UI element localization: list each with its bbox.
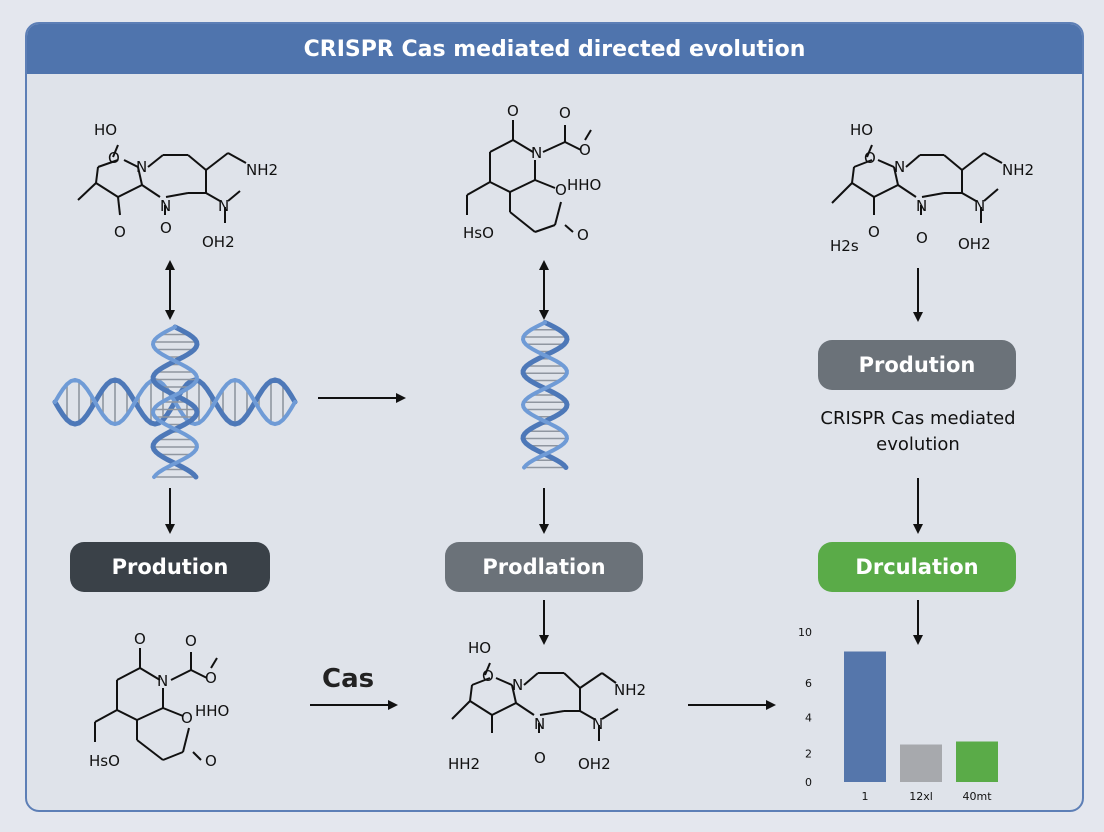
svg-text:HO: HO: [468, 639, 491, 657]
y-tick-label: 2: [805, 748, 812, 761]
dna-single-helix: [520, 320, 570, 470]
svg-text:HsO: HsO: [463, 224, 494, 242]
bar-40mt: [956, 741, 998, 782]
prodution-pill-left: Prodution: [70, 542, 270, 592]
svg-text:OH2: OH2: [958, 235, 991, 253]
svg-text:N: N: [160, 197, 171, 215]
svg-text:N: N: [531, 144, 542, 162]
drculation-pill: Drculation: [818, 542, 1016, 592]
diagram-panel: CRISPR Cas mediated directed evolution: [25, 22, 1084, 812]
x-tick-label: 1: [862, 790, 869, 803]
svg-text:HO: HO: [94, 121, 117, 139]
prodution-pill-right: Prodution: [818, 340, 1016, 390]
svg-text:N: N: [916, 197, 927, 215]
cas-label: Cas: [322, 664, 375, 694]
svg-text:N: N: [512, 676, 523, 694]
svg-text:HHO: HHO: [195, 702, 229, 720]
svg-text:O: O: [916, 229, 928, 247]
svg-text:O: O: [205, 752, 217, 770]
svg-text:N: N: [136, 158, 147, 176]
svg-text:O: O: [559, 104, 571, 122]
svg-text:HO: HO: [850, 121, 873, 139]
svg-text:N: N: [592, 715, 603, 733]
bar-chart: 10 6 4 2 0 1 12xl 40mt: [798, 626, 998, 803]
y-tick-label: 4: [805, 712, 812, 725]
diagram-title: CRISPR Cas mediated directed evolution: [27, 24, 1082, 74]
y-tick-label: 6: [805, 677, 812, 690]
x-tick-label: 40mt: [962, 790, 992, 803]
svg-text:NH2: NH2: [246, 161, 278, 179]
svg-text:HH2: HH2: [448, 755, 480, 773]
svg-text:N: N: [534, 715, 545, 733]
dna-single-strand-b: [520, 320, 569, 470]
x-tick-label: 12xl: [909, 790, 933, 803]
svg-text:O: O: [868, 223, 880, 241]
svg-text:O: O: [864, 149, 876, 167]
crispr-note-line2: evolution: [876, 434, 960, 455]
svg-text:O: O: [108, 149, 120, 167]
svg-text:NH2: NH2: [614, 681, 646, 699]
crispr-note: CRISPR Cas mediated evolution: [790, 406, 1046, 458]
molecule-top-right: HO O N NH2 N N H2s O O OH2: [822, 115, 1042, 260]
y-tick-label: 0: [805, 776, 812, 789]
svg-text:OH2: OH2: [578, 755, 611, 773]
svg-text:N: N: [157, 672, 168, 690]
svg-text:HsO: HsO: [89, 752, 120, 770]
svg-text:O: O: [534, 749, 546, 767]
bar-12xl: [900, 744, 942, 782]
dna-single-strand-a: [520, 320, 570, 470]
bar-1: [844, 651, 886, 782]
svg-text:N: N: [218, 197, 229, 215]
y-tick-label: 10: [798, 626, 812, 639]
molecule-top-center: O O N O O HHO HsO O: [455, 100, 635, 250]
molecule-top-left: HO O N NH2 N N O O OH2: [68, 115, 278, 255]
svg-text:O: O: [555, 181, 567, 199]
molecule-bottom-left: O O N O O HHO HsO O: [85, 630, 265, 780]
svg-text:N: N: [974, 197, 985, 215]
svg-text:O: O: [185, 632, 197, 650]
svg-text:OH2: OH2: [202, 233, 235, 251]
dna-vertical-strand-a: [150, 324, 200, 480]
svg-text:O: O: [205, 669, 217, 687]
svg-text:H2s: H2s: [830, 237, 859, 255]
svg-text:O: O: [181, 709, 193, 727]
svg-text:O: O: [579, 141, 591, 159]
svg-text:N: N: [894, 158, 905, 176]
svg-text:O: O: [160, 219, 172, 237]
molecule-bottom-center: HO O N NH2 N N HH2 O OH2: [440, 633, 660, 778]
svg-text:O: O: [114, 223, 126, 241]
dna-vertical-strand-b: [150, 325, 199, 479]
svg-text:O: O: [507, 102, 519, 120]
prodlation-pill-center: Prodlation: [445, 542, 643, 592]
svg-text:O: O: [577, 226, 589, 244]
crispr-note-line1: CRISPR Cas mediated: [820, 408, 1016, 429]
svg-text:O: O: [482, 667, 494, 685]
svg-text:HHO: HHO: [567, 176, 601, 194]
svg-text:O: O: [134, 630, 146, 648]
svg-text:NH2: NH2: [1002, 161, 1034, 179]
dna-crossed-helices: [52, 324, 298, 480]
